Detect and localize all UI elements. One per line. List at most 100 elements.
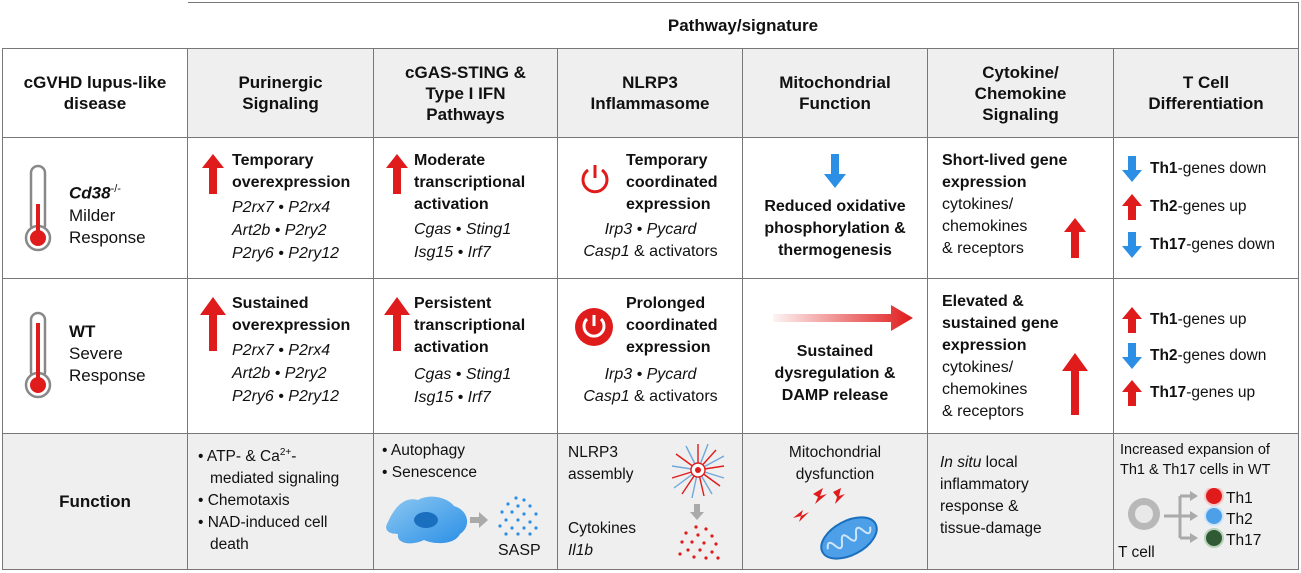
wt-tcell: Th1-genes up Th2-genes down Th17-genes u…: [1114, 279, 1299, 434]
function-cyto: In situ local inflammatory response & ti…: [928, 434, 1114, 570]
fn-tcell-label: T cell: [1118, 544, 1155, 561]
col-header-nlrp3-text: NLRP3 Inflammasome: [590, 73, 710, 113]
wt-th1-rest: -genes up: [1177, 311, 1247, 328]
down-arrow-icon: [1122, 232, 1142, 258]
wt-cyto-t3: expression: [942, 337, 1027, 354]
fn-cyto-l4: tissue-damage: [940, 520, 1042, 537]
fn-cgas-b1: Autophagy: [390, 442, 466, 459]
cd38-cyto-l2: chemokines: [942, 218, 1028, 235]
cd38-pur-title2: overexpression: [232, 174, 351, 191]
col-header-nlrp3: NLRP3 Inflammasome: [558, 49, 743, 138]
cd38-cyto-l1: cytokines/: [942, 196, 1014, 213]
wt-cgas-genes1: Cgas • Sting1: [414, 366, 512, 383]
corner-label: cGVHD lupus-like disease: [2, 49, 188, 138]
cd38-pur-title1: Temporary: [232, 152, 314, 169]
fn-mito-l1: Mitochondrial: [788, 444, 882, 461]
cd38-cgas-genes2: Isg15 • Irf7: [414, 244, 491, 261]
fn-tcell-l1: Increased expansion of: [1120, 442, 1270, 458]
senescent-cell-icon: [386, 496, 468, 544]
cd38-cyto-t2: expression: [942, 174, 1027, 191]
fn-pur-b1sup: 2+: [279, 447, 292, 458]
function-tcell: Increased expansion of Th1 & Th17 cells …: [1114, 434, 1299, 570]
up-arrow-icon: [202, 154, 224, 194]
down-arrow-icon: [1122, 156, 1142, 182]
up-arrow-icon: [1122, 194, 1142, 220]
col-header-tcell-text: T Cell Differentiation: [1148, 73, 1264, 113]
cd38-mito-l3: thermogenesis: [778, 242, 892, 259]
wt-nlrp3-t2: coordinated: [626, 317, 718, 334]
function-label-text: Function: [59, 492, 131, 511]
up-arrow-icon: [1064, 218, 1086, 258]
cd38-mito-l1: Reduced oxidative: [764, 198, 906, 215]
wt-cyto-t1: Elevated &: [942, 293, 1024, 310]
wt-mito-l2: dysregulation &: [774, 365, 896, 382]
function-cgas: • Autophagy • Senescence SASP: [374, 434, 558, 570]
cd38-nlrp3-casp1: Casp1: [583, 243, 630, 260]
cd38-nlrp3-t2: coordinated: [626, 174, 718, 191]
cd38-nlrp3-genes1: Irp3 • Pycard: [604, 221, 697, 238]
wt-line3: Response: [69, 366, 146, 385]
cd38-cgas-t2: transcriptional: [414, 174, 526, 191]
row-label-wt: WT Severe Response: [2, 279, 188, 434]
fn-tcell-th17: Th17: [1226, 532, 1262, 549]
inflammasome-icon: [671, 443, 725, 498]
cd38-cgas-genes1: Cgas • Sting1: [414, 221, 512, 238]
cd38-gene: Cd38: [69, 183, 111, 203]
wt-cgas-t1: Persistent: [414, 295, 492, 312]
wt-tcell-th2: Th2-genes down: [1122, 343, 1266, 369]
fn-cyto-l3: response &: [940, 498, 1019, 515]
function-nlrp3: NLRP3 assembly Cytokines Il1b: [558, 434, 743, 570]
wt-tcell-th1: Th1-genes up: [1122, 307, 1247, 333]
col-header-cyto-text: Cytokine/ Chemokine Signaling: [974, 62, 1067, 124]
wt-cyto-l2: chemokines: [942, 381, 1028, 398]
right-arrow-icon: [470, 512, 488, 528]
cd38-tcell-th2: Th2-genes up: [1122, 194, 1247, 220]
function-purinergic: • ATP- & Ca2+- mediated signaling • Chem…: [188, 434, 374, 570]
col-header-purinergic-text: Purinergic Signaling: [238, 73, 323, 113]
cd38-th1-rest: -genes down: [1177, 160, 1267, 177]
fn-tcell-th1: Th1: [1226, 490, 1253, 507]
wt-nlrp3-t3: expression: [626, 339, 711, 356]
cytokine-dots-icon: [678, 525, 720, 560]
col-header-mito-text: Mitochondrial Function: [779, 73, 891, 113]
tcell-differentiation-icon: [1128, 488, 1224, 548]
wt-th2-rest: -genes down: [1177, 347, 1267, 364]
wt-nlrp3-genes1: Irp3 • Pycard: [604, 366, 697, 383]
wt-nlrp3-activators: & activators: [629, 388, 718, 405]
up-arrow-icon: [1122, 307, 1142, 333]
wt-cyto-l1: cytokines/: [942, 359, 1014, 376]
wt-mito: Sustained dysregulation & DAMP release: [743, 279, 928, 434]
function-mito: Mitochondrial dysfunction: [743, 434, 928, 570]
wt-cgas-genes2: Isg15 • Irf7: [414, 389, 491, 406]
col-header-tcell: T Cell Differentiation: [1114, 49, 1299, 138]
cd38-nlrp3-t1: Temporary: [626, 152, 708, 169]
fn-cyto-l1-it: In situ: [940, 454, 982, 471]
cd38-cyto-l3: & receptors: [942, 240, 1024, 257]
power-icon: [575, 308, 613, 346]
cd38-cyto-t1: Short-lived gene: [942, 152, 1068, 169]
power-icon: [581, 165, 609, 194]
corner-label-text: cGVHD lupus-like disease: [23, 73, 167, 113]
cd38-nlrp3-t3: expression: [626, 196, 711, 213]
cd38-cyto: Short-lived gene expression cytokines/ ch…: [928, 138, 1114, 279]
fn-nlrp3-l2: assembly: [568, 466, 634, 483]
col-header-cgas-text: cGAS-STING & Type I IFN Pathways: [405, 62, 526, 124]
fn-nlrp3-l3: Cytokines: [568, 520, 637, 537]
cd38-tcell: Th1-genes down Th2-genes up Th17-genes d…: [1114, 138, 1299, 279]
wt-pur-genes1: P2rx7 • P2rx4: [232, 342, 331, 359]
fn-nlrp3-l1: NLRP3: [568, 444, 618, 461]
thermometer-icon: [24, 311, 52, 399]
down-arrow-icon: [1122, 343, 1142, 369]
up-arrow-icon: [200, 297, 226, 351]
cd38-tcell-th17: Th17-genes down: [1122, 232, 1275, 258]
wt-pur-title2: overexpression: [232, 317, 351, 334]
fn-cgas-b2: Senescence: [391, 464, 478, 481]
cd38-sup: -/-: [110, 183, 121, 195]
fn-pur-b1c: mediated signaling: [210, 470, 340, 488]
wt-pur-genes3: P2ry6 • P2ry12: [232, 388, 339, 405]
col-header-cyto: Cytokine/ Chemokine Signaling: [928, 49, 1114, 138]
sasp-dots-icon: [498, 496, 538, 536]
